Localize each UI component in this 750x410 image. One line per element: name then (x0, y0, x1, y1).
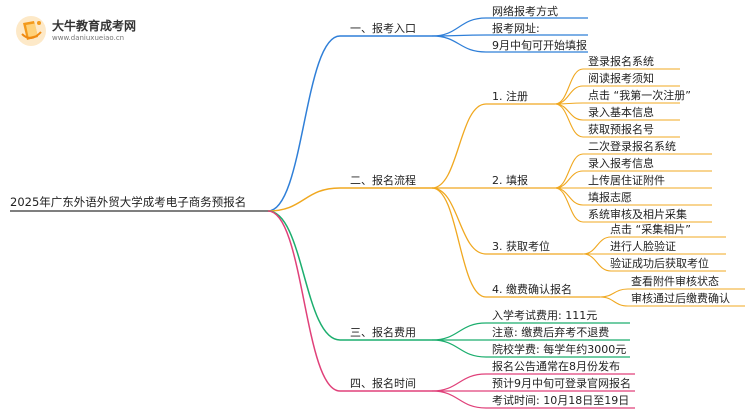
step-item: 审核通过后缴费确认 (631, 292, 730, 305)
leaf-connector (554, 103, 584, 121)
leaf-connector (431, 17, 487, 37)
step-item: 阅读报考须知 (588, 72, 654, 85)
step-item: 录入报考信息 (588, 157, 654, 170)
step-item: 点击 “我第一次注册” (588, 89, 691, 102)
book-logo-icon (16, 16, 46, 46)
step-4-label: 4. 缴费确认报名 (492, 283, 572, 296)
step-item: 进行人脸验证 (610, 240, 676, 253)
branch-3-item: 入学考试费用: 111元 (492, 309, 598, 322)
branch-3-item: 注意: 缴费后弃考不退费 (492, 326, 610, 339)
step-item: 验证成功后获取考位 (610, 257, 709, 270)
step-item: 系统审核及相片采集 (588, 208, 687, 221)
branch-4-item: 考试时间: 10月18日至19日 (492, 394, 630, 407)
branch-2-label: 二、报名流程 (350, 174, 416, 187)
branch-4-label: 四、报名时间 (350, 377, 416, 390)
logo-title: 大牛教育成考网 (52, 19, 137, 33)
leaf-connector (582, 236, 612, 255)
step-connector (431, 103, 487, 189)
leaf-connector (554, 103, 584, 138)
root-node-label: 2025年广东外语外贸大学成考电子商务预报名 (10, 195, 247, 209)
leaf-connector (431, 339, 487, 358)
leaf-connector (431, 373, 487, 392)
leaf-connector (554, 187, 584, 206)
step-item: 上传居住证附件 (588, 174, 665, 187)
branch-connector (267, 187, 341, 212)
leaf-connector (599, 296, 629, 307)
branch-1-label: 一、报考入口 (350, 22, 416, 35)
branch-3-label: 三、报名费用 (350, 326, 416, 339)
branch-connector (267, 210, 341, 341)
leaf-connector (554, 170, 584, 189)
branch-3-item: 院校学费: 每学年约3000元 (492, 343, 627, 356)
leaf-connector (582, 253, 612, 272)
branch-1-item: 报考网址: (492, 22, 540, 35)
branch-connector (267, 210, 341, 392)
step-item: 二次登录报名系统 (588, 140, 676, 153)
step-item: 填报志愿 (588, 191, 632, 204)
step-item: 获取预报名号 (588, 123, 654, 136)
leaf-connector (554, 153, 584, 189)
step-connector (431, 187, 487, 255)
branch-connector (267, 35, 341, 212)
leaf-connector (554, 68, 584, 105)
branch-1-item: 9月中旬可开始填报 (492, 39, 587, 52)
leaf-connector (431, 390, 487, 409)
branch-1-item: 网络报考方式 (492, 5, 558, 18)
step-3-label: 3. 获取考位 (492, 240, 550, 253)
step-2-label: 2. 填报 (492, 174, 528, 187)
leaf-connector (431, 35, 487, 53)
step-item: 点击 “采集相片” (610, 223, 691, 236)
step-item: 登录报名系统 (588, 55, 654, 68)
branch-4-item: 报名公告通常在8月份发布 (492, 360, 620, 373)
step-item: 查看附件审核状态 (631, 275, 719, 288)
step-1-label: 1. 注册 (492, 90, 528, 103)
leaf-connector (431, 322, 487, 341)
leaf-connector (599, 288, 629, 298)
leaf-connector (554, 187, 584, 223)
logo-url: www.daniuxueiao.cn (52, 34, 125, 42)
step-item: 录入基本信息 (588, 106, 654, 119)
leaf-connector (554, 85, 584, 105)
branch-4-item: 预计9月中旬可登录官网报名 (492, 377, 631, 390)
step-connector (431, 187, 487, 298)
